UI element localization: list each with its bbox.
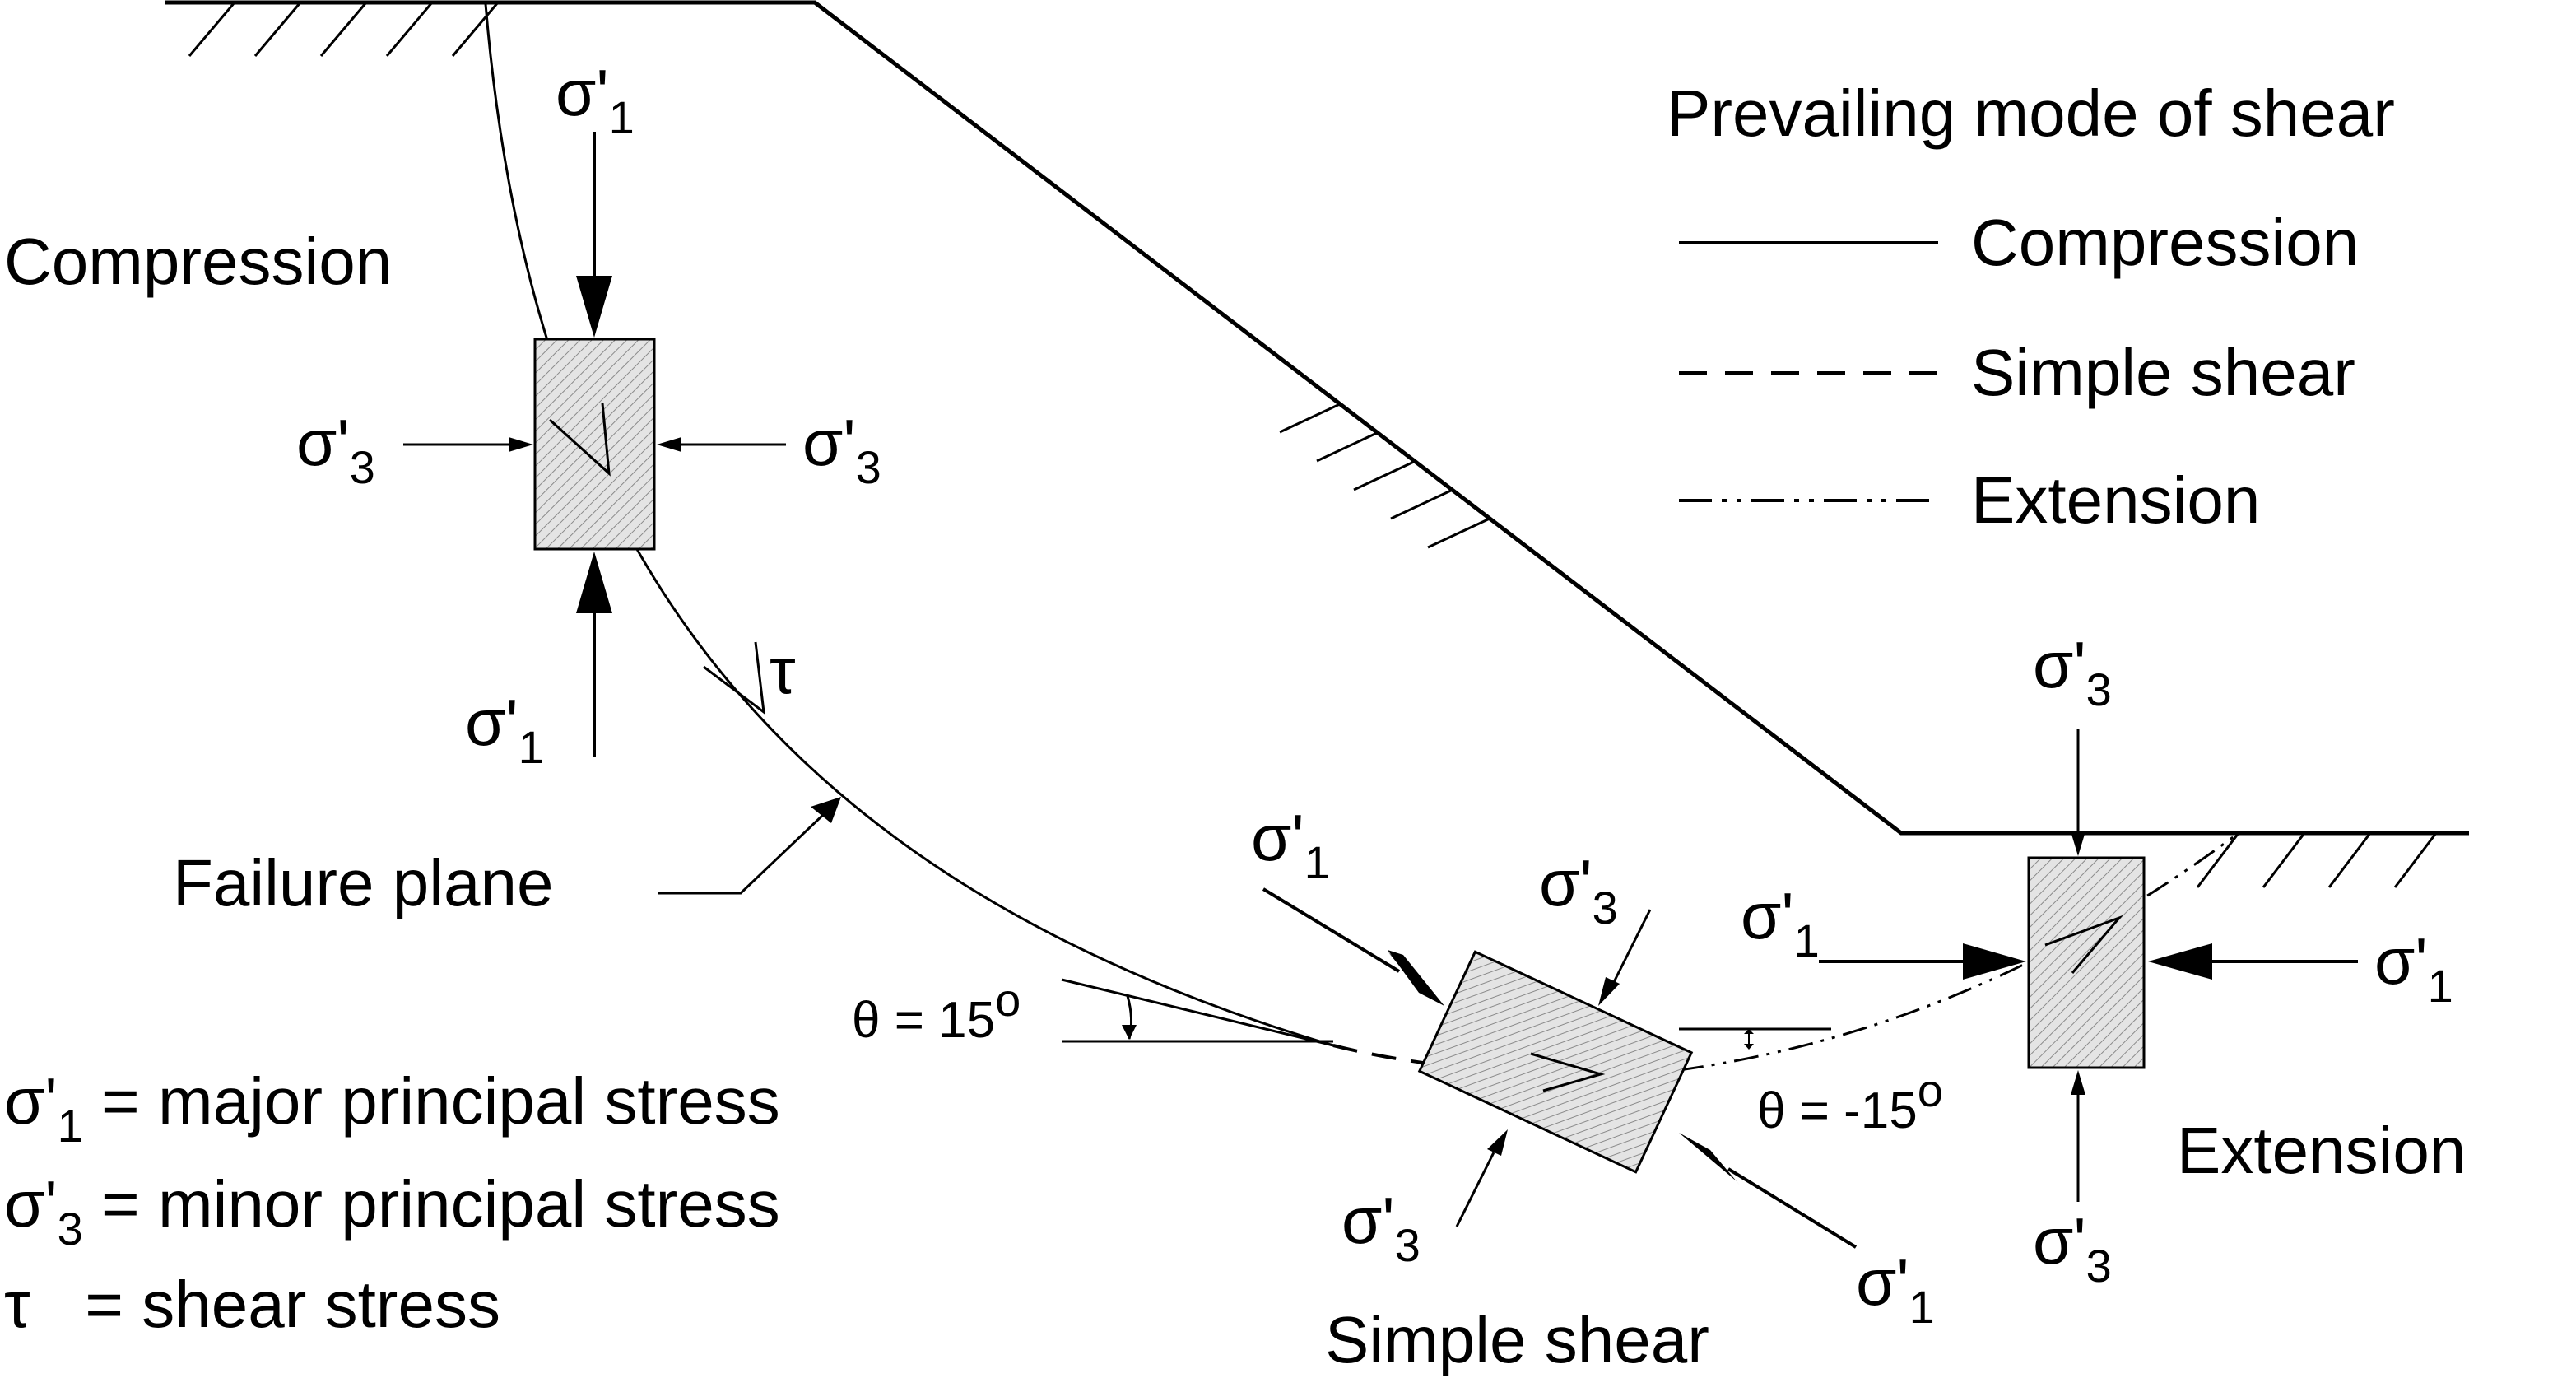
compression-sigma1-bottom-arrow (576, 552, 612, 757)
ground-hatching (188, 2, 2438, 888)
shear-direction-marker (703, 641, 765, 715)
angle-left-tangent-line (1061, 978, 1334, 1047)
simple-shear-mark (1530, 1052, 1606, 1092)
angle-left-label: θ = 15o (852, 974, 1021, 1049)
simple-shear-sigma1-upper-label: σ'1 (1251, 801, 1330, 888)
definition-shear-stress: τ = shear stress (4, 1268, 500, 1341)
angle-right-label: θ = -15o (1757, 1064, 1943, 1139)
angle-left-arc (1122, 995, 1137, 1040)
compression-sigma1-top-arrow (576, 132, 612, 338)
compression-sigma3-right-arrow (657, 437, 786, 452)
extension-sigma3-top-label: σ'3 (2033, 628, 2112, 715)
extension-element (2027, 856, 2146, 1069)
compression-sigma3-left-label: σ'3 (296, 406, 375, 493)
compression-sigma1-top-label: σ'1 (556, 56, 635, 143)
legend-title: Prevailing mode of shear (1667, 77, 2395, 150)
compression-shear-mark (548, 403, 611, 477)
extension-sigma1-left-arrow (1819, 943, 2026, 980)
extension-shear-mark (2044, 915, 2123, 974)
definition-minor-principal: σ'3 = minor principal stress (4, 1167, 780, 1255)
legend-compression-label: Compression (1971, 206, 2359, 279)
angle-right-arc (1744, 1029, 1754, 1050)
extension-zone-label: Extension (2177, 1114, 2466, 1187)
simple-shear-sigma1-upper-arrow (1262, 887, 1444, 1006)
definition-major-principal: σ'1 = major principal stress (4, 1064, 780, 1152)
shear-symbol-label: τ (770, 634, 796, 707)
compression-zone-label: Compression (4, 225, 392, 298)
simple-shear-sigma3-upper-arrow (1598, 909, 1652, 1006)
compression-element (533, 338, 656, 551)
simple-shear-sigma1-lower-arrow (1679, 1133, 1858, 1249)
simple-shear-sigma1-lower-label: σ'1 (1856, 1245, 1935, 1333)
simple-shear-sigma3-upper-label: σ'3 (1539, 846, 1618, 933)
extension-sigma3-bottom-label: σ'3 (2033, 1204, 2112, 1292)
simple-shear-zone-label: Simple shear (1325, 1303, 1709, 1376)
extension-sigma3-top-arrow (2071, 729, 2085, 856)
legend-simple-shear-label: Simple shear (1971, 336, 2355, 409)
extension-sigma1-left-label: σ'1 (1741, 879, 1820, 966)
failure-plane-leader (658, 797, 841, 895)
simple-shear-sigma3-lower-arrow (1455, 1129, 1508, 1227)
simple-shear-sigma3-lower-label: σ'3 (1341, 1184, 1421, 1271)
extension-sigma1-right-arrow (2148, 943, 2358, 980)
failure-plane-label: Failure plane (173, 846, 554, 919)
extension-sigma1-right-label: σ'1 (2374, 924, 2453, 1012)
failure-plane-compression (484, 3, 1334, 1047)
compression-sigma1-bottom-label: σ'1 (465, 686, 544, 773)
compression-sigma3-right-label: σ'3 (802, 406, 881, 493)
legend-extension-label: Extension (1971, 463, 2260, 537)
compression-sigma3-left-arrow (403, 437, 533, 452)
failure-plane-extension (1678, 831, 2239, 1072)
extension-sigma3-bottom-arrow (2071, 1070, 2085, 1202)
ground-surface (165, 0, 2469, 836)
